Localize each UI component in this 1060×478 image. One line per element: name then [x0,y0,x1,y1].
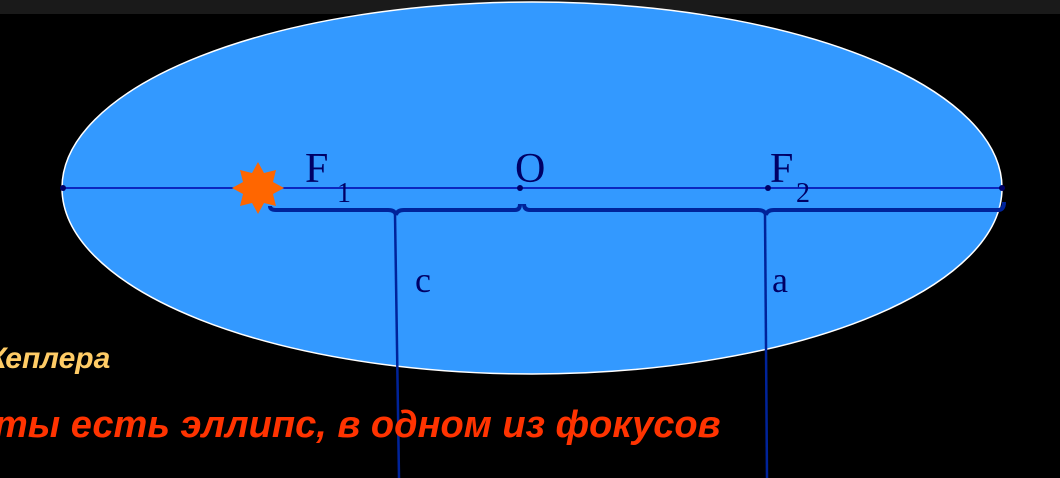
focus2-point [765,185,771,191]
label-center: O [515,146,545,192]
perihelion-point [60,185,66,191]
aphelion-point [999,185,1005,191]
label-focus2: F [770,146,793,192]
leader-line-a [763,213,769,478]
label-c: c [415,260,431,300]
leader-line-c [393,213,401,478]
statement-text: ты есть эллипс, в одном из фокусов [0,404,721,446]
label-focus2-sub: 2 [796,178,810,209]
center-point [517,185,523,191]
label-aphelion: А [1012,170,1043,216]
label-perihelion: П [10,170,40,216]
label-a: a [772,260,788,300]
subtitle-kepler: Кеплера [0,342,110,375]
sun-star-icon [232,162,284,214]
label-focus1: F [305,146,328,192]
label-focus1-sub: 1 [337,178,351,209]
